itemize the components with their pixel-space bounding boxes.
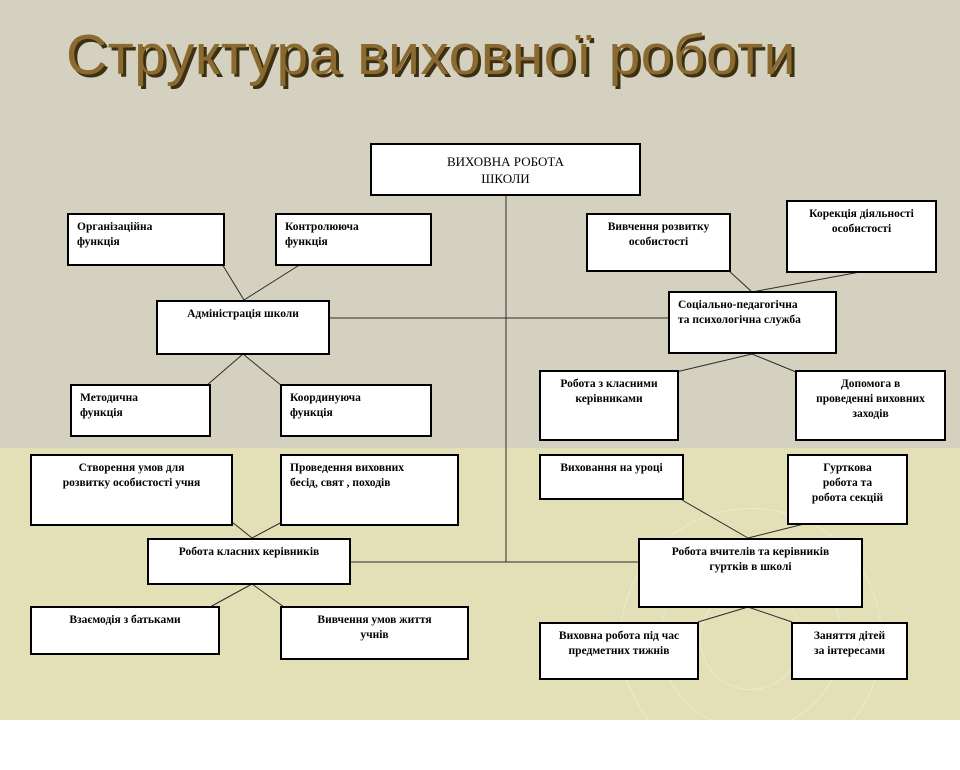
control-function-box: Контролююча функція <box>275 213 432 266</box>
class-heads-box: Робота класних керівників <box>147 538 351 585</box>
talks-classheads-line <box>251 521 283 539</box>
control-admin-line <box>243 263 302 301</box>
subject-weeks-label: Виховна робота під час предметних тижнів <box>558 630 680 657</box>
conditions-classheads-line <box>231 521 253 539</box>
org-admin-line <box>221 263 245 301</box>
teachers-weeks-line <box>697 606 749 623</box>
page-title: Структура виховної роботи <box>66 23 797 87</box>
control-function-label: Контролююча функція <box>285 221 359 248</box>
lesson-box: Виховання на уроці <box>539 454 684 500</box>
classheads-parents-line <box>209 583 253 608</box>
correction-box: Корекція діяльності особистості <box>786 200 937 273</box>
classheads-living-line <box>251 583 285 608</box>
admin-coord-line <box>242 353 283 387</box>
living-conditions-label: Вивчення умов життя учнів <box>317 614 432 641</box>
subject-weeks-box: Виховна робота під час предметних тижнів <box>539 622 699 680</box>
admin-method-line <box>205 353 244 387</box>
lesson-teachers-line <box>681 499 749 539</box>
connector-lines <box>205 195 861 623</box>
social-service-box: Соціально-педагогічна та психологічна сл… <box>668 291 837 354</box>
talks-label: Проведення виховних бесід, свят , поході… <box>290 462 405 489</box>
coord-function-label: Координуюча функція <box>290 392 361 419</box>
teachers-interests-line <box>747 606 793 623</box>
correction-label: Корекція діяльності особистості <box>809 208 914 235</box>
interests-box: Заняття дітей за інтересами <box>791 622 908 680</box>
method-function-box: Методична функція <box>70 384 211 437</box>
talks-box: Проведення виховних бесід, свят , поході… <box>280 454 459 526</box>
org-function-box: Організаційна функція <box>67 213 225 266</box>
help-label: Допомога в проведенні виховних заходів <box>816 378 925 420</box>
class-heads-label: Робота класних керівників <box>178 546 320 558</box>
help-box: Допомога в проведенні виховних заходів <box>795 370 946 441</box>
org-function-label: Організаційна функція <box>77 221 153 248</box>
root-label: ВИХОВНА РОБОТА ШКОЛИ <box>446 154 565 186</box>
circles-label: Гурткова робота та робота секцій <box>811 462 884 504</box>
social-workclass-line <box>675 353 753 373</box>
work-class-heads-label: Робота з класними керівниками <box>560 378 658 405</box>
teachers-box: Робота вчителів та керівників гуртків в … <box>638 538 863 608</box>
social-help-line <box>751 353 797 373</box>
root-box: ВИХОВНА РОБОТА ШКОЛИ <box>370 143 641 196</box>
method-function-label: Методична функція <box>80 392 139 419</box>
study-social-line <box>727 269 753 293</box>
admin-label: Адміністрація школи <box>187 308 299 320</box>
work-class-heads-box: Робота з класними керівниками <box>539 370 679 441</box>
teachers-label: Робота вчителів та керівників гуртків в … <box>671 546 830 573</box>
circles-box: Гурткова робота та робота секцій <box>787 454 908 525</box>
social-service-label: Соціально-педагогічна та психологічна сл… <box>678 299 801 326</box>
living-conditions-box: Вивчення умов життя учнів <box>280 606 469 660</box>
coord-function-box: Координуюча функція <box>280 384 432 437</box>
parents-box: Взаємодія з батьками <box>30 606 220 655</box>
interests-label: Заняття дітей за інтересами <box>813 630 886 657</box>
conditions-label: Створення умов для розвитку особистості … <box>62 462 201 489</box>
conditions-box: Створення умов для розвитку особистості … <box>30 454 233 526</box>
correction-social-line <box>751 271 861 293</box>
parents-label: Взаємодія з батьками <box>69 614 181 626</box>
study-label: Вивчення розвитку особистості <box>607 221 710 248</box>
lesson-label: Виховання на уроці <box>560 462 663 474</box>
admin-box: Адміністрація школи <box>156 300 330 355</box>
study-box: Вивчення розвитку особистості <box>586 213 731 272</box>
